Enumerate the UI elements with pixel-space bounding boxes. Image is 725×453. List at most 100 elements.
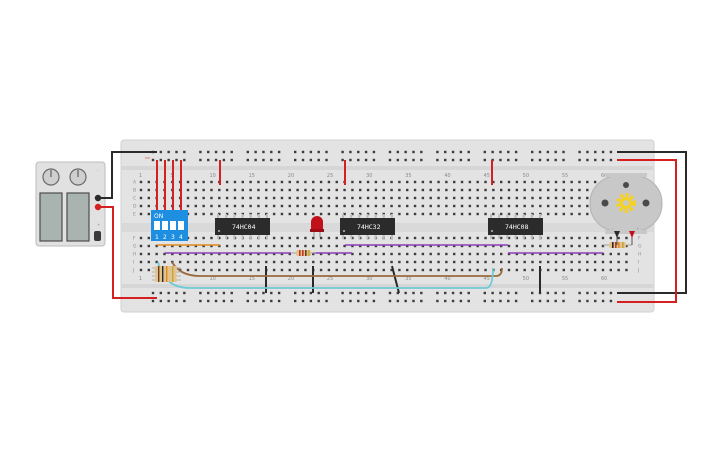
rail-hole[interactable] bbox=[601, 150, 605, 154]
pulldown-resistors[interactable] bbox=[152, 266, 181, 282]
breadboard-hole[interactable] bbox=[218, 244, 221, 248]
breadboard-hole[interactable] bbox=[194, 180, 198, 184]
breadboard-hole[interactable] bbox=[272, 268, 276, 272]
rail-hole[interactable] bbox=[199, 291, 202, 295]
breadboard-hole[interactable] bbox=[445, 252, 448, 256]
breadboard-hole[interactable] bbox=[257, 244, 260, 248]
breadboard-hole[interactable] bbox=[554, 236, 558, 240]
rail-hole[interactable] bbox=[167, 150, 170, 154]
breadboard-hole[interactable] bbox=[468, 204, 472, 208]
breadboard-hole[interactable] bbox=[366, 268, 370, 272]
breadboard-hole[interactable] bbox=[233, 260, 237, 264]
breadboard-hole[interactable] bbox=[398, 268, 401, 272]
breadboard-hole[interactable] bbox=[546, 196, 550, 200]
breadboard-hole[interactable] bbox=[445, 204, 448, 208]
breadboard-hole[interactable] bbox=[147, 252, 151, 256]
rail-hole[interactable] bbox=[309, 291, 313, 295]
rail-hole[interactable] bbox=[199, 150, 202, 154]
breadboard-hole[interactable] bbox=[171, 244, 174, 248]
breadboard-hole[interactable] bbox=[586, 268, 589, 272]
chip-74hc04[interactable]: 74HC04 bbox=[215, 214, 270, 239]
breadboard-hole[interactable] bbox=[359, 244, 362, 248]
breadboard-hole[interactable] bbox=[601, 252, 605, 256]
rail-hole[interactable] bbox=[578, 150, 581, 154]
breadboard-hole[interactable] bbox=[304, 244, 307, 248]
breadboard-hole[interactable] bbox=[578, 180, 581, 184]
breadboard-hole[interactable] bbox=[507, 236, 511, 240]
breadboard-hole[interactable] bbox=[406, 180, 409, 184]
rail-hole[interactable] bbox=[467, 158, 470, 162]
breadboard-hole[interactable] bbox=[492, 196, 495, 200]
breadboard-hole[interactable] bbox=[562, 236, 566, 240]
rail-hole[interactable] bbox=[586, 299, 589, 303]
breadboard-hole[interactable] bbox=[593, 180, 597, 184]
breadboard-hole[interactable] bbox=[406, 196, 409, 200]
rail-hole[interactable] bbox=[538, 158, 542, 162]
breadboard-hole[interactable] bbox=[265, 188, 268, 192]
breadboard-hole[interactable] bbox=[492, 204, 495, 208]
rail-hole[interactable] bbox=[214, 299, 218, 303]
breadboard-hole[interactable] bbox=[194, 244, 198, 248]
breadboard-hole[interactable] bbox=[601, 268, 605, 272]
breadboard-hole[interactable] bbox=[406, 252, 409, 256]
breadboard-hole[interactable] bbox=[139, 252, 143, 256]
rail-hole[interactable] bbox=[277, 299, 281, 303]
breadboard-hole[interactable] bbox=[570, 196, 573, 200]
rail-hole[interactable] bbox=[491, 291, 494, 295]
breadboard-hole[interactable] bbox=[241, 252, 244, 256]
breadboard-hole[interactable] bbox=[445, 268, 448, 272]
breadboard-hole[interactable] bbox=[210, 244, 213, 248]
breadboard-hole[interactable] bbox=[453, 252, 456, 256]
breadboard-hole[interactable] bbox=[249, 244, 252, 248]
breadboard-hole[interactable] bbox=[499, 180, 503, 184]
breadboard-hole[interactable] bbox=[531, 188, 534, 192]
breadboard-hole[interactable] bbox=[398, 212, 401, 216]
breadboard-hole[interactable] bbox=[374, 244, 378, 248]
breadboard-hole[interactable] bbox=[406, 268, 409, 272]
breadboard-hole[interactable] bbox=[421, 212, 425, 216]
breadboard-hole[interactable] bbox=[398, 196, 401, 200]
rail-hole[interactable] bbox=[254, 158, 257, 162]
breadboard-hole[interactable] bbox=[507, 204, 511, 208]
breadboard-hole[interactable] bbox=[570, 212, 573, 216]
breadboard-hole[interactable] bbox=[194, 212, 198, 216]
breadboard-hole[interactable] bbox=[288, 244, 291, 248]
breadboard-hole[interactable] bbox=[272, 188, 276, 192]
breadboard-hole[interactable] bbox=[476, 252, 479, 256]
breadboard-hole[interactable] bbox=[382, 196, 385, 200]
breadboard-hole[interactable] bbox=[351, 212, 354, 216]
breadboard-hole[interactable] bbox=[304, 236, 307, 240]
breadboard-hole[interactable] bbox=[453, 212, 456, 216]
breadboard-hole[interactable] bbox=[327, 180, 331, 184]
breadboard-hole[interactable] bbox=[562, 252, 566, 256]
breadboard-hole[interactable] bbox=[335, 252, 338, 256]
breadboard-hole[interactable] bbox=[539, 204, 542, 208]
rail-hole[interactable] bbox=[420, 299, 423, 303]
breadboard-hole[interactable] bbox=[562, 260, 566, 264]
breadboard-hole[interactable] bbox=[421, 180, 425, 184]
breadboard-hole[interactable] bbox=[366, 260, 370, 264]
breadboard-hole[interactable] bbox=[202, 268, 205, 272]
breadboard-hole[interactable] bbox=[523, 204, 526, 208]
breadboard-hole[interactable] bbox=[288, 196, 291, 200]
breadboard-hole[interactable] bbox=[617, 268, 620, 272]
breadboard-hole[interactable] bbox=[515, 188, 519, 192]
breadboard-hole[interactable] bbox=[327, 188, 331, 192]
rail-hole[interactable] bbox=[420, 150, 423, 154]
rail-hole[interactable] bbox=[507, 158, 510, 162]
rail-hole[interactable] bbox=[451, 158, 455, 162]
breadboard-hole[interactable] bbox=[390, 260, 393, 264]
rail-hole[interactable] bbox=[562, 150, 565, 154]
breadboard-hole[interactable] bbox=[194, 268, 198, 272]
breadboard-hole[interactable] bbox=[609, 268, 612, 272]
breadboard-hole[interactable] bbox=[272, 204, 276, 208]
rail-hole[interactable] bbox=[562, 299, 565, 303]
breadboard-hole[interactable] bbox=[539, 188, 542, 192]
breadboard-hole[interactable] bbox=[507, 244, 511, 248]
breadboard-hole[interactable] bbox=[453, 244, 456, 248]
breadboard-hole[interactable] bbox=[202, 188, 205, 192]
breadboard-hole[interactable] bbox=[445, 260, 448, 264]
dip-toggle-1[interactable] bbox=[154, 221, 160, 230]
breadboard-hole[interactable] bbox=[335, 212, 338, 216]
breadboard-hole[interactable] bbox=[257, 196, 260, 200]
